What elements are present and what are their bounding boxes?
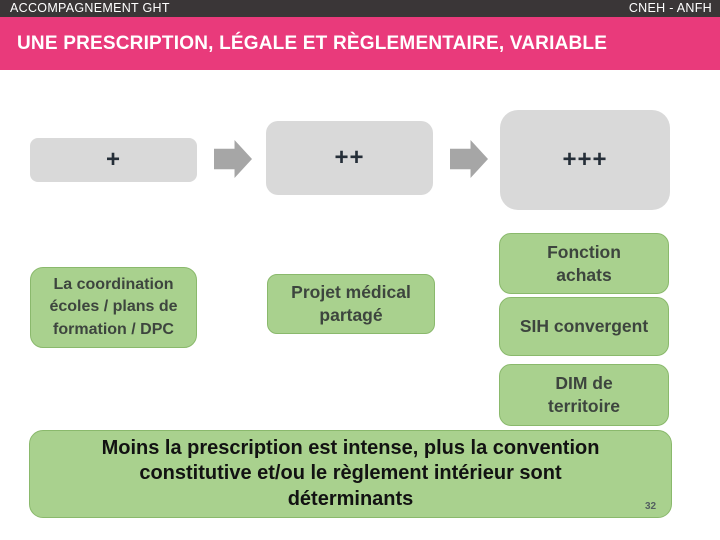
example-box-dim-territoire: DIM de territoire xyxy=(499,364,669,426)
fonction-achats-line-2: achats xyxy=(556,264,612,285)
statement-line-2: constitutive et/ou le règlement intérieu… xyxy=(139,462,562,485)
conclusion-statement-box: Moins la prescription est intense, plus … xyxy=(29,430,672,518)
projet-medical-line-2: partagé xyxy=(319,305,383,325)
projet-medical-line-1: Projet médical xyxy=(291,282,411,303)
page-number: 32 xyxy=(645,501,657,512)
slide-title: UNE PRESCRIPTION, LÉGALE ET RÈGLEMENTAIR… xyxy=(17,32,608,54)
slide-header-bar: ACCOMPAGNEMENT GHT CNEH - ANFH xyxy=(0,0,720,17)
statement-line-1: Moins la prescription est intense, plus … xyxy=(101,436,600,459)
dim-territoire-line-2: territoire xyxy=(548,396,620,416)
header-right-title: CNEH - ANFH xyxy=(628,1,712,15)
statement-line-3: déterminants xyxy=(287,487,414,510)
example-box-projet-medical: Projet médical partagé xyxy=(267,274,435,334)
intensity-box-high: +++ xyxy=(500,110,670,210)
intensity-low-label: + xyxy=(105,146,121,173)
intensity-box-mid: ++ xyxy=(266,121,433,195)
dim-territoire-line-1: DIM de xyxy=(555,373,613,394)
coordination-line-2: écoles / plans de xyxy=(49,298,178,316)
slide-title-banner: UNE PRESCRIPTION, LÉGALE ET RÈGLEMENTAIR… xyxy=(0,17,720,70)
header-left-title: ACCOMPAGNEMENT GHT xyxy=(10,1,170,15)
example-box-fonction-achats: Fonction achats xyxy=(499,233,669,294)
example-box-sih-convergent: SIH convergent xyxy=(499,297,669,356)
example-box-coordination: La coordination écoles / plans de format… xyxy=(30,267,197,348)
coordination-line-3: formation / DPC xyxy=(53,320,174,338)
sih-convergent-label: SIH convergent xyxy=(519,316,649,336)
intensity-high-label: +++ xyxy=(562,146,608,173)
coordination-line-1: La coordination xyxy=(53,276,174,294)
intensity-box-low: + xyxy=(30,138,197,182)
fonction-achats-line-1: Fonction xyxy=(547,241,621,262)
arrow-right-icon xyxy=(450,140,488,178)
arrow-right-icon xyxy=(214,140,252,178)
intensity-mid-label: ++ xyxy=(334,144,365,171)
